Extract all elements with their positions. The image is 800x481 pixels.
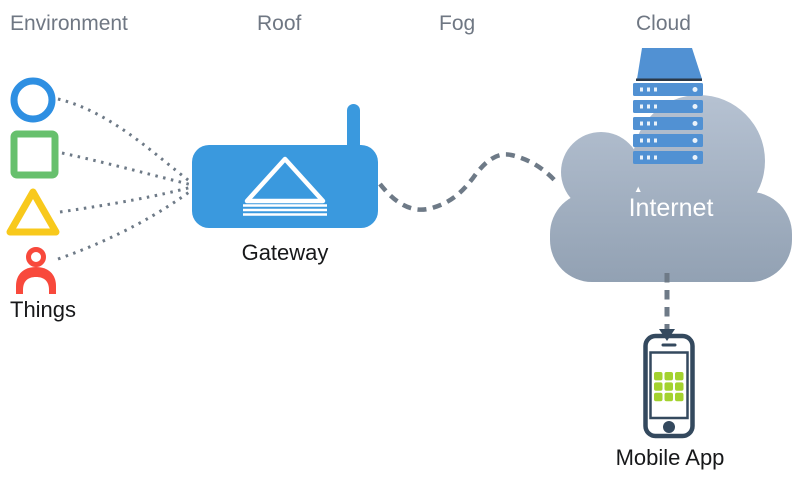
zone-label-cloud: Cloud bbox=[636, 12, 691, 35]
circle-thing-icon bbox=[10, 77, 56, 123]
triangle-thing-icon bbox=[6, 188, 60, 236]
arrowhead-down-icon bbox=[659, 329, 675, 341]
zone-label-environment: Environment bbox=[10, 12, 128, 35]
server-bay bbox=[633, 83, 703, 96]
gateway-device-icon bbox=[192, 104, 378, 228]
connector-person-to-gateway bbox=[57, 188, 193, 261]
gateway-antenna bbox=[347, 104, 360, 152]
mobile-app-label: Mobile App bbox=[615, 445, 725, 470]
things-label: Things bbox=[10, 297, 77, 322]
server-bay bbox=[633, 134, 703, 147]
gateway-label: Gateway bbox=[241, 240, 329, 265]
square-thing-icon bbox=[10, 130, 59, 179]
connector-square-to-gateway bbox=[61, 151, 193, 187]
gateway-body bbox=[192, 145, 378, 228]
server-rack-icon bbox=[633, 48, 703, 164]
zone-label-roof: Roof bbox=[257, 12, 302, 35]
server-bay bbox=[633, 151, 703, 164]
connector-cloud-to-phone bbox=[659, 273, 675, 341]
connector-gateway-to-cloud bbox=[378, 152, 560, 212]
person-thing-icon bbox=[16, 247, 56, 294]
connector-triangle-to-gateway bbox=[59, 185, 193, 214]
server-bay bbox=[633, 100, 703, 113]
gateway-eject-icon bbox=[244, 156, 326, 204]
connector-circle-to-gateway bbox=[57, 97, 193, 185]
connector-layer bbox=[57, 97, 560, 261]
gateway-base-lines bbox=[243, 204, 327, 216]
zone-label-fog: Fog bbox=[439, 12, 476, 35]
internet-label: Internet bbox=[628, 194, 714, 222]
phone-home-button bbox=[663, 421, 675, 433]
smartphone-icon bbox=[643, 333, 695, 439]
server-bay bbox=[633, 117, 703, 130]
app-grid-icon bbox=[654, 372, 684, 402]
